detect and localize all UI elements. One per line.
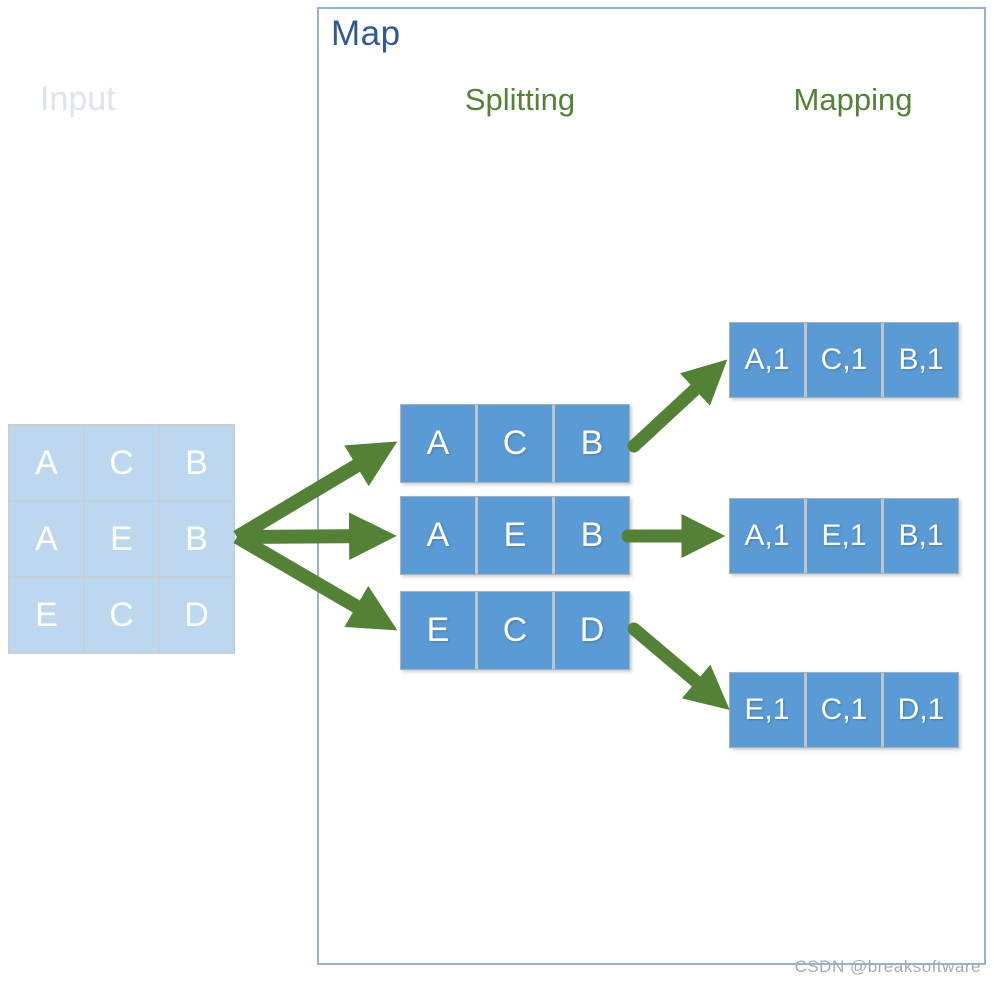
splitting-cell: C: [475, 592, 552, 669]
splitting-cell: A: [401, 497, 475, 574]
splitting-cell: A: [401, 405, 475, 482]
mapping-cell: A,1: [730, 323, 804, 397]
splitting-cell: C: [475, 405, 552, 482]
mapping-cell: D,1: [881, 673, 958, 747]
mapping-cell: B,1: [881, 499, 958, 573]
splitting-row-3: E C D: [400, 591, 630, 670]
splitting-cell: B: [552, 497, 629, 574]
input-grid: A C B A E B E C D: [8, 424, 235, 654]
splitting-row-1: A C B: [400, 404, 630, 483]
map-region-title: Map: [331, 14, 401, 53]
mapping-row-3: E,1 C,1 D,1: [729, 672, 959, 748]
mapping-cell: C,1: [804, 323, 881, 397]
mapping-cell: E,1: [730, 673, 804, 747]
splitting-stage-label: Splitting: [464, 82, 576, 117]
input-grid-cell: D: [159, 577, 234, 653]
splitting-cell: D: [552, 592, 629, 669]
input-grid-cell: B: [159, 501, 234, 577]
input-grid-cell: A: [9, 425, 84, 501]
mapping-row-1: A,1 C,1 B,1: [729, 322, 959, 398]
input-grid-cell: B: [159, 425, 234, 501]
input-grid-cell: C: [84, 577, 159, 653]
watermark: CSDN @breaksoftware: [794, 957, 981, 976]
input-grid-cell: E: [84, 501, 159, 577]
input-stage-label: Input: [40, 80, 116, 118]
splitting-cell: B: [552, 405, 629, 482]
splitting-cell: E: [401, 592, 475, 669]
map-region-box: [317, 7, 986, 965]
input-grid-cell: C: [84, 425, 159, 501]
mapping-cell: C,1: [804, 673, 881, 747]
input-grid-cell: E: [9, 577, 84, 653]
mapping-stage-label: Mapping: [793, 82, 913, 117]
mapping-cell: E,1: [804, 499, 881, 573]
input-grid-cell: A: [9, 501, 84, 577]
splitting-row-2: A E B: [400, 496, 630, 575]
mapping-cell: A,1: [730, 499, 804, 573]
mapping-cell: B,1: [881, 323, 958, 397]
mapping-row-2: A,1 E,1 B,1: [729, 498, 959, 574]
splitting-cell: E: [475, 497, 552, 574]
